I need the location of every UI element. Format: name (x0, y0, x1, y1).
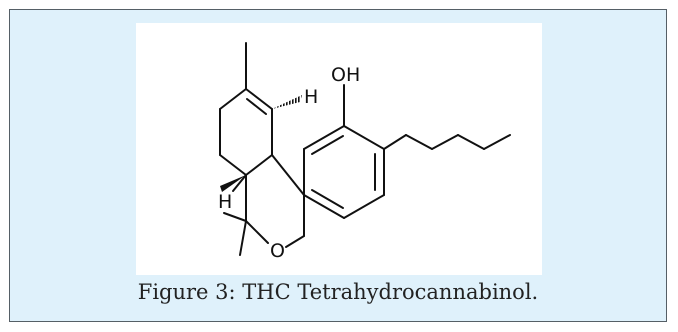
pentyl-bond-1 (383, 134, 407, 150)
aromatic-inner-1 (311, 135, 344, 155)
ring-a-bond-1 (219, 88, 247, 110)
aromatic-bond-2 (303, 125, 345, 150)
aromatic-bond-6 (303, 194, 345, 219)
molecule-panel: OH O H H (136, 23, 542, 275)
ring-a-bond-3 (219, 154, 247, 176)
aromatic-bond-5 (343, 194, 385, 219)
pentyl-bond-3 (431, 134, 459, 150)
gem-methyl-1 (223, 212, 247, 222)
pyran-bond-2 (245, 220, 269, 244)
bond-lines (219, 42, 511, 256)
hydroxyl-label: OH (331, 64, 360, 86)
aromatic-bond-3 (343, 125, 385, 150)
pentyl-bond-5 (483, 134, 511, 150)
pyran-bond-3 (285, 235, 305, 248)
aromatic-inner-3 (311, 189, 344, 209)
hydrogen-bond-lower (232, 174, 247, 192)
hashed-wedge-upper (272, 95, 302, 109)
figure-caption: Figure 3: THC Tetrahydrocannabinol. (137, 280, 539, 304)
pentyl-bond-2 (405, 134, 433, 150)
solid-wedge-lower (220, 175, 246, 192)
pyran-bond-5 (271, 154, 305, 196)
ring-a-bond-4 (245, 154, 273, 176)
pentyl-bond-4 (457, 134, 485, 150)
gem-methyl-2 (239, 220, 247, 256)
figure-box: OH O H H Figure 3: THC Tetrahydrocannabi… (9, 9, 667, 322)
ring-oxygen-label: O (270, 240, 285, 262)
hydrogen-label-lower: H (218, 191, 232, 213)
hydrogen-label-upper: H (304, 86, 318, 108)
ring-a-double-outer (245, 88, 273, 110)
ring-a-double-inner (246, 98, 267, 115)
thc-structure-diagram: OH O H H (218, 42, 511, 262)
